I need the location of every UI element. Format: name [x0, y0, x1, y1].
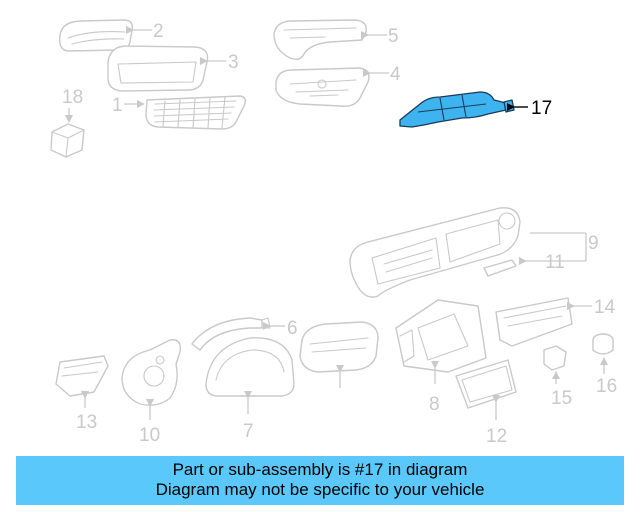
callout-14: 14 — [594, 297, 616, 318]
part-17-bracket-highlighted — [399, 91, 528, 128]
part-7-cluster-bezel — [205, 337, 295, 414]
part-15-connector — [543, 345, 567, 384]
callout-2: 2 — [153, 21, 164, 42]
banner-line-1: Part or sub-assembly is #17 in diagram — [172, 460, 468, 479]
callout-12: 12 — [486, 426, 507, 447]
part-8-center-bezel — [395, 299, 487, 384]
part-9-dash-frame — [349, 207, 587, 298]
callout-17: 17 — [531, 98, 552, 119]
info-banner: Part or sub-assembly is #17 in diagram D… — [16, 456, 624, 505]
part-19-airbag — [299, 321, 379, 388]
callout-1: 1 — [112, 95, 123, 116]
callout-10: 10 — [139, 425, 160, 446]
part-1-grille — [124, 95, 247, 130]
callout-7: 7 — [243, 421, 254, 442]
callout-6: 6 — [287, 318, 298, 339]
callout-9: 9 — [588, 233, 599, 254]
part-4-tray-panel — [275, 67, 389, 108]
part-3-frame — [107, 45, 226, 92]
part-6-strip — [191, 317, 285, 351]
callout-8: 8 — [429, 394, 440, 415]
part-18-switch — [50, 108, 85, 158]
callout-11: 11 — [545, 252, 565, 273]
part-11-clip — [483, 257, 586, 277]
part-2-vent-bezel — [58, 19, 152, 52]
part-10-column-cover — [121, 339, 181, 420]
callout-15: 15 — [551, 388, 572, 409]
callout-18: 18 — [62, 87, 83, 108]
callout-16: 16 — [596, 376, 617, 397]
part-14-glove-box — [495, 297, 592, 347]
callout-5: 5 — [388, 26, 399, 47]
callout-13: 13 — [76, 412, 97, 433]
banner-line-2: Diagram may not be specific to your vehi… — [155, 480, 485, 499]
part-12-display — [455, 359, 517, 420]
part-16-knob — [592, 333, 614, 374]
part-5-upper-panel — [273, 19, 387, 61]
part-13-pocket — [55, 355, 109, 408]
callout-3: 3 — [228, 52, 239, 73]
callout-4: 4 — [390, 64, 401, 85]
